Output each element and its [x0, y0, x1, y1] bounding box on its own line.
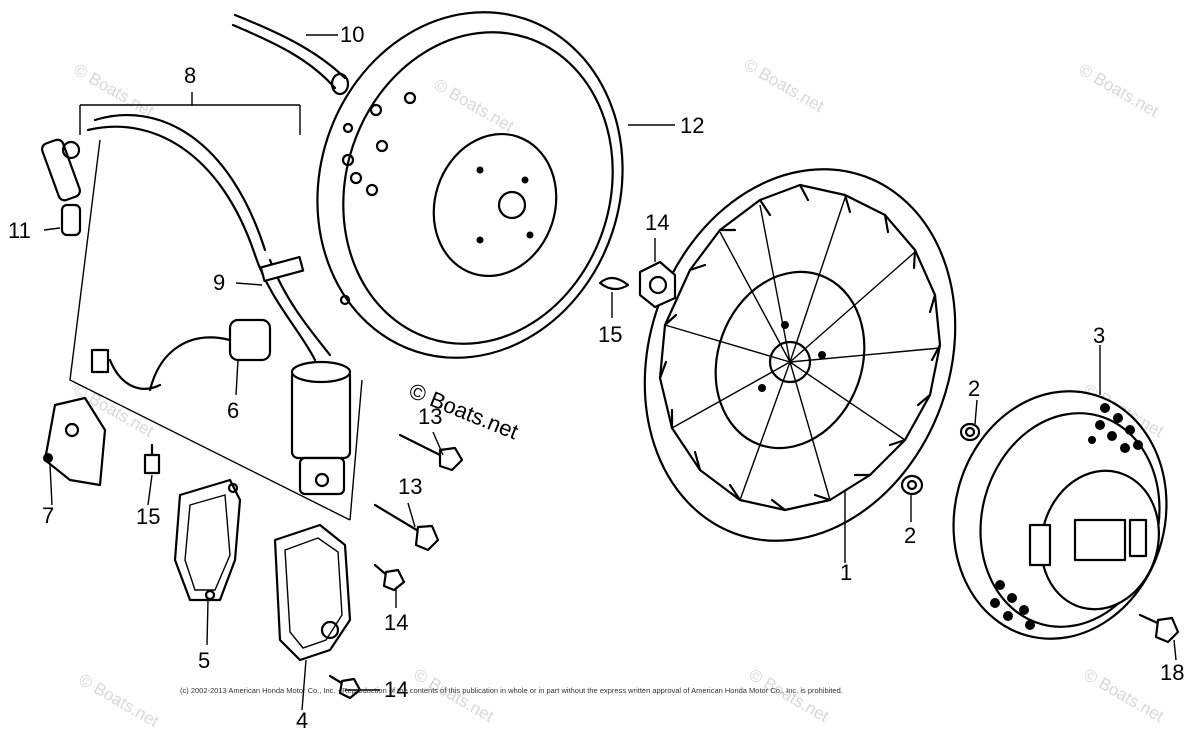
spark-plug-cap — [40, 138, 82, 237]
copyright-notice: (c) 2002-2013 American Honda Motor Co., … — [180, 686, 843, 695]
bolt-14a — [373, 563, 406, 592]
callout-13-upper: 13 — [418, 404, 443, 429]
nut-16 — [638, 260, 677, 309]
cover — [273, 523, 352, 662]
callout-13-lower: 13 — [398, 474, 423, 499]
callout-3: 3 — [1093, 323, 1106, 348]
callout-11: 11 — [8, 218, 31, 243]
callout-10: 10 — [340, 22, 365, 47]
callout-4: 4 — [296, 708, 309, 733]
callout-14-lower: 14 — [384, 677, 409, 702]
condenser — [90, 318, 272, 392]
ignition-group-outline — [69, 92, 363, 521]
flywheel — [316, 11, 624, 359]
leader-lines — [43, 34, 1177, 711]
starter-pulley — [952, 390, 1168, 640]
callout-6: 6 — [227, 398, 240, 423]
bolt-18 — [1138, 613, 1180, 644]
ignition-coil — [290, 360, 352, 496]
bolt-13a — [398, 433, 464, 472]
gasket — [173, 478, 242, 602]
collar-2b — [900, 474, 924, 496]
callout-14-upper: 14 — [384, 610, 409, 635]
callout-1: 1 — [840, 560, 853, 585]
collar-2a — [959, 422, 981, 442]
callout-9: 9 — [213, 270, 226, 295]
cooling-fan — [643, 168, 957, 542]
tube — [231, 13, 350, 96]
screw-15 — [143, 443, 161, 475]
callout-17: 15 — [598, 322, 623, 347]
callout-2-lower: 2 — [904, 523, 917, 548]
callout-16: 14 — [645, 210, 670, 235]
bolt-13b — [373, 503, 440, 552]
callout-2-upper: 2 — [968, 376, 981, 401]
callout-8: 8 — [184, 63, 197, 88]
key-17 — [598, 276, 630, 291]
callout-5: 5 — [198, 648, 211, 673]
stop-switch — [43, 396, 107, 487]
bolt-14b — [328, 674, 362, 700]
ignition-cord — [86, 113, 332, 362]
callout-18: 18 — [1160, 660, 1185, 685]
callout-15: 15 — [136, 504, 161, 529]
callout-12: 12 — [680, 113, 705, 138]
callout-7: 7 — [42, 503, 55, 528]
